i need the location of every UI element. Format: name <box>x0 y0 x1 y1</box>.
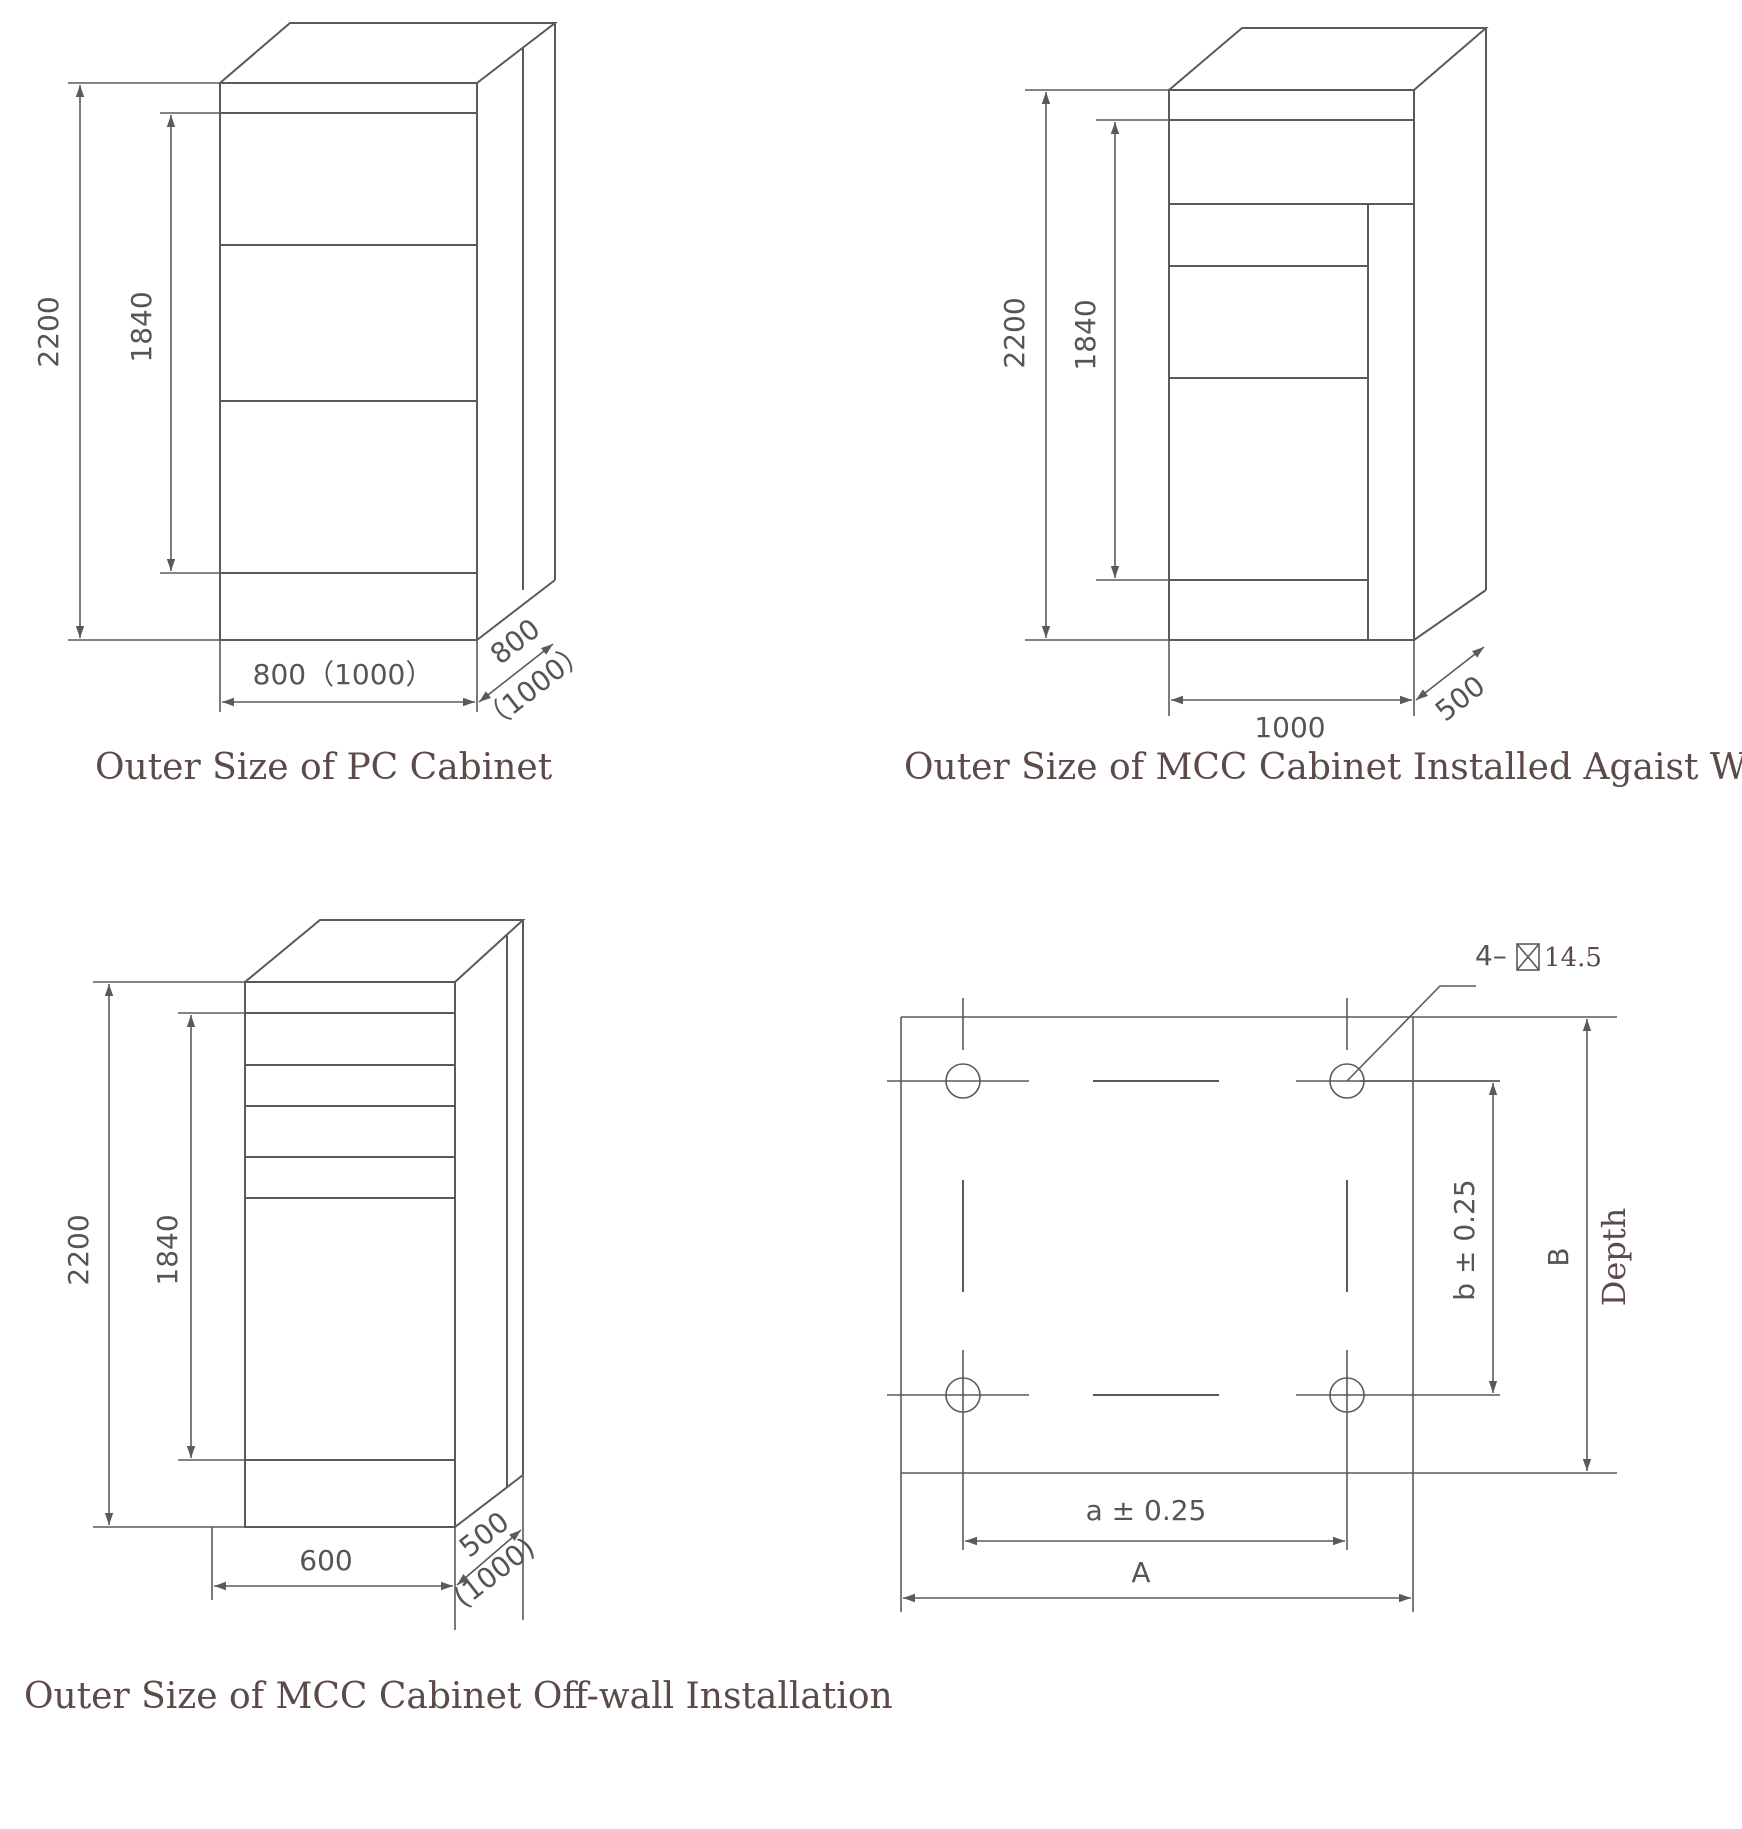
base-plan-hidden-lines <box>962 1080 1348 1396</box>
mcc-wall-drawing: 2200 1840 1000 500 Outer Size of MCC Cab… <box>904 27 1742 788</box>
pc-height-inner-label: 1840 <box>125 291 158 362</box>
mcc-offwall-height-dimension: 2200 1840 <box>62 981 245 1528</box>
mounting-hole <box>945 1063 981 1099</box>
mounting-holes <box>945 1063 1365 1413</box>
b-tolerance-label: b ± 0.25 <box>1448 1179 1481 1300</box>
mounting-hole <box>1329 1377 1365 1413</box>
mcc-wall-height-inner-label: 1840 <box>1069 299 1102 370</box>
base-plan-drawing: 4– 14.5 b ± 0.25 B Depth a ± 0.25 A <box>887 939 1633 1612</box>
pc-height-outer-label: 2200 <box>32 296 65 367</box>
pc-depth-dimension: 800 （1000） <box>474 612 595 739</box>
a-dimension: a ± 0.25 <box>965 1494 1345 1546</box>
mcc-wall-height-outer-label: 2200 <box>998 297 1031 368</box>
pc-cabinet-caption: Outer Size of PC Cabinet <box>95 747 553 788</box>
pc-cabinet-body <box>219 22 558 641</box>
a-tolerance-label: a ± 0.25 <box>1086 1494 1207 1527</box>
mcc-offwall-drawing: 2200 1840 600 500 (1000) Outer Size of M… <box>24 919 893 1717</box>
A-label: A <box>1131 1556 1150 1589</box>
b-dimension: b ± 0.25 <box>1360 1080 1500 1393</box>
mcc-offwall-width-label: 600 <box>299 1544 352 1577</box>
mcc-wall-width-dimension: 1000 <box>1168 640 1415 744</box>
pc-height-dimension: 2200 1840 <box>32 82 220 641</box>
mcc-wall-width-label: 1000 <box>1254 711 1325 744</box>
mcc-offwall-caption: Outer Size of MCC Cabinet Off-wall Insta… <box>24 1676 893 1717</box>
pc-width-label: 800（1000） <box>253 658 434 691</box>
mounting-hole <box>945 1377 981 1413</box>
mcc-wall-caption: Outer Size of MCC Cabinet Installed Agai… <box>904 747 1742 788</box>
A-dimension: A <box>903 1556 1411 1603</box>
hole-size-label: 14.5 <box>1544 943 1602 973</box>
mcc-wall-body <box>1168 27 1489 641</box>
mcc-offwall-width-dimension: 600 <box>211 1475 524 1630</box>
mcc-wall-depth-dimension: 500 <box>1415 646 1491 728</box>
mcc-wall-depth-label: 500 <box>1429 669 1491 728</box>
hole-leader: 4– 14.5 <box>1346 939 1602 1082</box>
hole-spec-label: 4– <box>1475 939 1507 972</box>
mcc-wall-height-dimension: 2200 1840 <box>998 89 1169 641</box>
base-plan-outline <box>900 1016 1617 1612</box>
square-hole-icon <box>1516 943 1540 971</box>
depth-dimension: B Depth <box>1542 1019 1633 1471</box>
mcc-offwall-body <box>244 919 526 1528</box>
mcc-offwall-height-outer-label: 2200 <box>62 1214 95 1285</box>
pc-cabinet-drawing: 2200 1840 800（1000） 800 （1000） Outer Siz… <box>32 22 595 788</box>
B-label: B <box>1542 1247 1575 1266</box>
depth-label: Depth <box>1595 1208 1633 1307</box>
pc-width-dimension: 800（1000） <box>219 640 478 712</box>
mcc-offwall-height-inner-label: 1840 <box>151 1214 184 1285</box>
